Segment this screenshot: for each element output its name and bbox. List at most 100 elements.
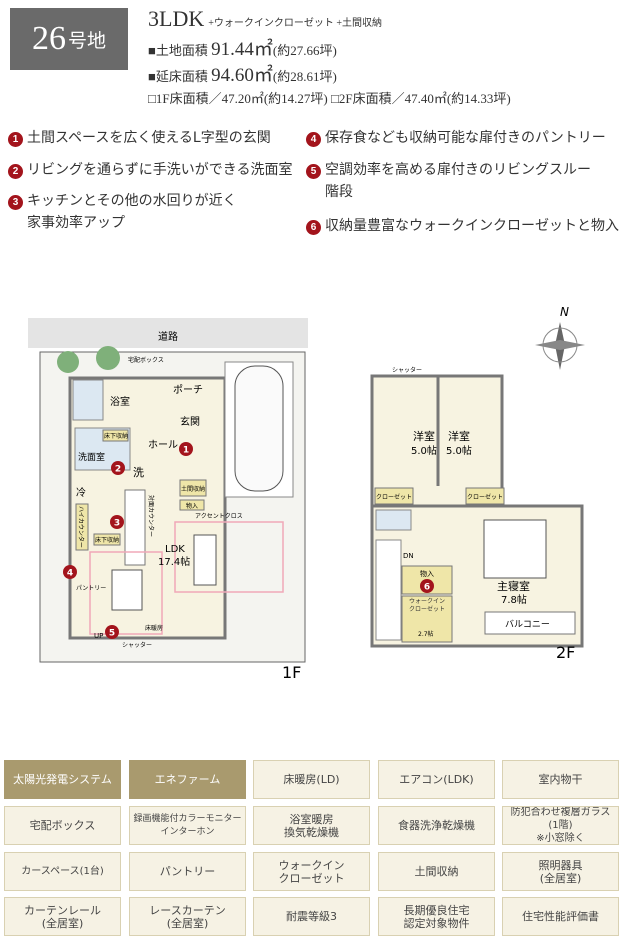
storage-label: 物入: [420, 569, 434, 578]
equipment-tile: 宅配ボックス: [4, 806, 121, 845]
floor-heat-label: 床暖房: [145, 624, 163, 632]
floor-area-tsubo: (約28.61坪): [272, 69, 337, 84]
plan-number-badge: [105, 625, 119, 639]
underfloor-storage-label: 床下収納: [104, 432, 128, 440]
dining-table: [111, 569, 143, 611]
ldk-label: LDK: [165, 544, 185, 555]
plan-number-text: 1: [183, 446, 189, 456]
high-counter: [75, 503, 89, 551]
equipment-tile: 防犯合わせ複層ガラス (1階) ※小窓除く: [502, 806, 619, 845]
storage-label: 物入: [186, 502, 198, 510]
hall-label: ホール: [148, 439, 178, 451]
shutter-label: シャッター: [392, 366, 422, 374]
bath-label: 浴室: [110, 395, 130, 408]
feature-item: 2 リビングを通らずに手洗いができる洗面室: [8, 162, 292, 181]
north-label: N: [560, 305, 569, 319]
equipment-tile: 室内物干: [502, 760, 619, 799]
plan-number-text: 4: [67, 569, 73, 579]
bed: [483, 519, 547, 579]
closet-label: クローゼット: [376, 493, 412, 501]
feature-text: リビングを通らずに手洗いができる洗面室: [27, 162, 293, 178]
shutter-label: シャッター: [122, 641, 152, 649]
room-size: 7.8帖: [501, 593, 527, 606]
land-area-value: 91.44㎡: [211, 39, 273, 60]
accent-cloth-label: アクセントクロス: [195, 513, 243, 520]
underfloor-storage-label: 床下収納: [95, 536, 119, 544]
equipment-tile: 床暖房(LD): [253, 760, 370, 799]
room-size: 5.0帖: [446, 444, 472, 457]
plan-number-text: 2: [115, 465, 121, 475]
floor-area-label: ■延床面積: [148, 69, 208, 84]
feature-number-badge: 6: [306, 220, 321, 235]
equipment-tile: エアコン(LDK): [378, 760, 495, 799]
car-icon: [234, 365, 284, 492]
equipment-tile: 食器洗浄乾燥機: [378, 806, 495, 845]
feature-text: キッチンとその他の水回りが近く 家事効率アップ: [27, 193, 237, 231]
wic-label: ウォークイン クローゼット: [408, 598, 445, 613]
room-label: 洋室: [413, 429, 435, 443]
feature-item: 3 キッチンとその他の水回りが近く 家事効率アップ: [8, 193, 237, 234]
closet: [374, 487, 414, 505]
room-label: 主寝室: [497, 579, 530, 593]
plan-number-badge: [63, 565, 77, 579]
compass-icon: N: [535, 305, 585, 370]
wic-size: 2.7帖: [418, 630, 434, 638]
feature-number-badge: 4: [306, 132, 321, 147]
floor-heating-area: [89, 551, 163, 635]
porch-label: ポーチ: [173, 384, 203, 396]
counter-label: 対面カウンター: [147, 495, 155, 537]
stairs-down-label: DN: [403, 552, 414, 560]
lot-number: 26: [31, 20, 66, 57]
feature-item: 5 空調効率を高める扉付きのリビングスルー 階段: [306, 162, 591, 203]
walk-in-closet: [401, 595, 453, 643]
land-area-label: ■土地面積: [148, 43, 208, 58]
plan-number-text: 3: [114, 519, 120, 529]
floor-heating-area: [174, 521, 284, 593]
equipment-tile: 照明器具 (全居室): [502, 852, 619, 891]
delivery-box-label: 宅配ボックス: [128, 356, 164, 364]
equipment-tile: 浴室暖房 換気乾燥機: [253, 806, 370, 845]
feature-number-badge: 3: [8, 195, 23, 210]
floor2-label: 2F: [556, 643, 575, 662]
tree-icon: [57, 351, 79, 373]
equipment-tile: 太陽光発電システム: [4, 760, 121, 799]
balcony-label: バルコニー: [505, 619, 550, 630]
feature-number-badge: 5: [306, 164, 321, 179]
underfloor-storage: [102, 429, 129, 442]
plan-number-badge: [111, 461, 125, 475]
high-counter-label: ハイカウンター: [77, 506, 85, 548]
stairs: [375, 539, 402, 641]
feature-number-badge: 1: [8, 132, 23, 147]
plan-number-text: 5: [109, 629, 115, 639]
floor-detail: □1F床面積／47.20㎡(約14.27坪) □2F床面積／47.40㎡(約14…: [148, 91, 511, 106]
plan-type: 3LDK +ウォークインクローゼット +土間収納: [148, 6, 382, 32]
plan-extras: +ウォークインクローゼット +土間収納: [208, 18, 382, 29]
room-size: 5.0帖: [411, 444, 437, 457]
floor-area-value: 94.60㎡: [211, 65, 273, 86]
land-area-tsubo: (約27.66坪): [272, 43, 337, 58]
feature-text: 空調効率を高める扉付きのリビングスルー 階段: [325, 162, 591, 200]
wash-label: 洗: [133, 466, 144, 479]
equipment-tile: 住宅性能評価書: [502, 897, 619, 936]
equipment-tile: カースペース(1台): [4, 852, 121, 891]
plan-number-badge: [420, 579, 434, 593]
floor-plan: 道路 宅配ボックス 浴室 床下収納 洗面室 洗 冷 ハイカウンター 床下収納 ポ…: [28, 305, 585, 682]
storage: [179, 499, 205, 511]
equipment-tile: 耐震等級3: [253, 897, 370, 936]
plan-number-badge: [110, 515, 124, 529]
room-label: 洋室: [448, 429, 470, 443]
plan-number-badge: [179, 442, 193, 456]
kitchen: [124, 489, 146, 566]
equipment-tile: パントリー: [129, 852, 246, 891]
ldk-size: 17.4帖: [158, 555, 190, 568]
stairs-up-label: UP: [94, 632, 103, 640]
doma-label: 土間収納: [181, 485, 205, 493]
equipment-tile: エネファーム: [129, 760, 246, 799]
closet: [465, 487, 505, 505]
feature-number-badge: 2: [8, 164, 23, 179]
balcony: [484, 611, 576, 635]
tree-icon: [96, 346, 120, 370]
